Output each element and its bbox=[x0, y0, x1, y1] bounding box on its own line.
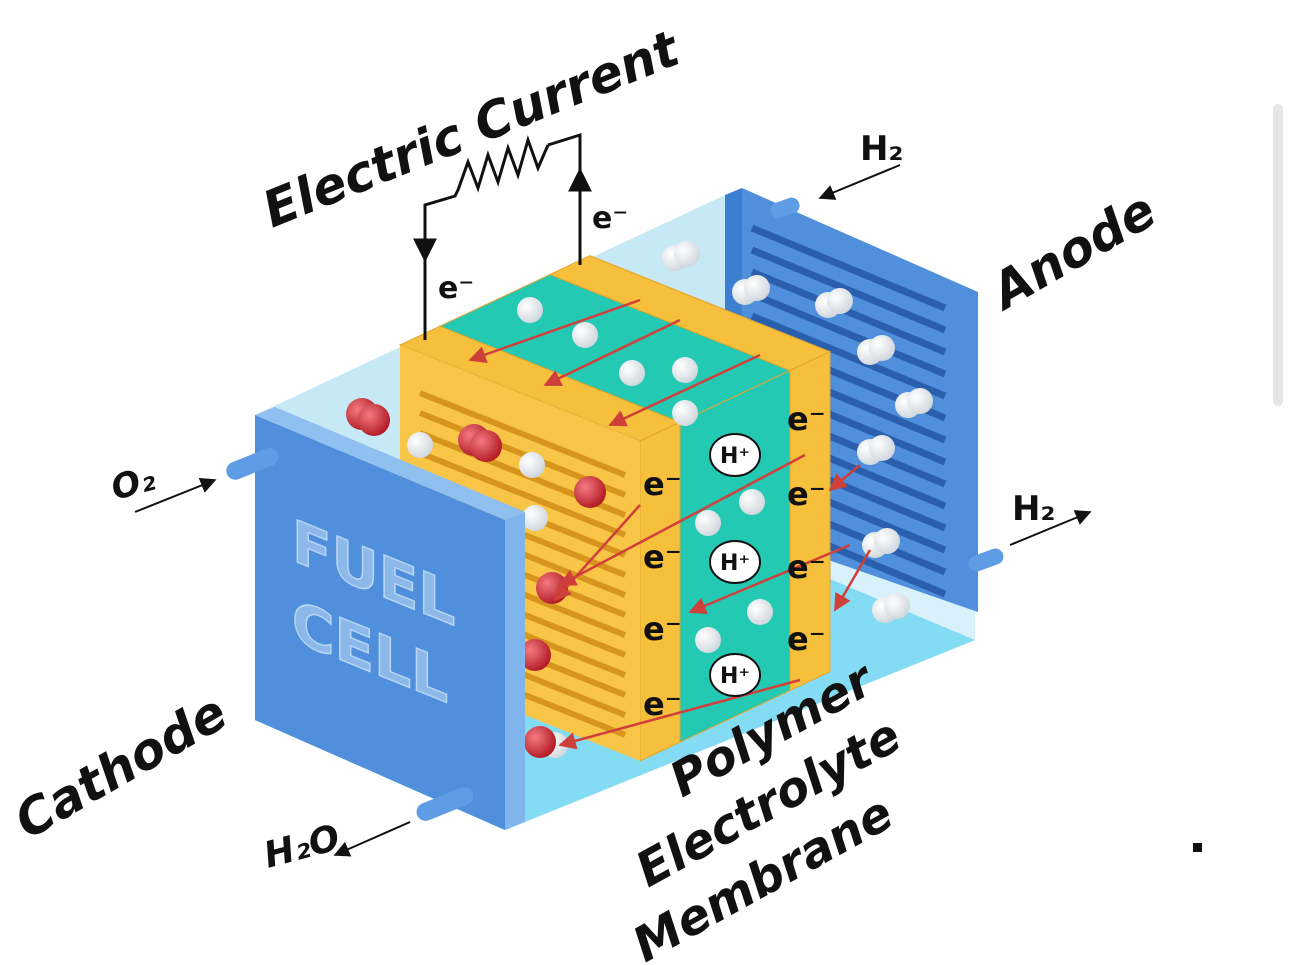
electron-label: e⁻ bbox=[643, 538, 682, 576]
hydrogen-atom bbox=[674, 241, 700, 267]
electron-label: e⁻ bbox=[787, 475, 826, 513]
oxygen-atom bbox=[519, 639, 551, 671]
proton-label: H⁺ bbox=[720, 444, 750, 469]
hydrogen-atom bbox=[827, 288, 853, 314]
hydrogen-atom bbox=[874, 528, 900, 554]
hydrogen-atom bbox=[884, 593, 910, 619]
electron-label: e⁻ bbox=[643, 610, 682, 648]
hydrogen-atom bbox=[869, 335, 895, 361]
cathode-plate: FUEL CELL bbox=[226, 407, 525, 830]
hydrogen-atom bbox=[869, 435, 895, 461]
reaction-arrow bbox=[468, 298, 641, 364]
h2o-out-label: H₂O bbox=[260, 817, 345, 876]
proton-label: H⁺ bbox=[720, 551, 750, 576]
h2-inlet-pipe bbox=[770, 197, 800, 219]
h2-in-label: H₂ bbox=[860, 129, 903, 169]
electron-label: e⁻ bbox=[787, 400, 826, 438]
h2-outlet-pipe bbox=[968, 548, 1004, 572]
external-circuit bbox=[413, 132, 592, 340]
oxygen-atom bbox=[574, 476, 606, 508]
electron-label-right: e⁻ bbox=[592, 201, 628, 236]
scrollbar[interactable] bbox=[1273, 104, 1283, 406]
anode-catalyst-side bbox=[789, 350, 831, 692]
proton-circle bbox=[709, 540, 761, 584]
reaction-arrow bbox=[688, 543, 851, 614]
reaction-arrow bbox=[558, 678, 801, 750]
electron-label: e⁻ bbox=[643, 465, 682, 503]
proton-circle bbox=[709, 653, 761, 697]
hydrogen-atom bbox=[907, 388, 933, 414]
hydrogen-atom bbox=[572, 322, 598, 348]
proton-label: H⁺ bbox=[720, 664, 750, 689]
hydrogen-atom bbox=[519, 452, 545, 478]
anode-label: Anode bbox=[979, 181, 1166, 322]
reaction-arrow bbox=[543, 318, 681, 387]
marker-dot bbox=[1193, 843, 1202, 852]
proton-circle bbox=[709, 433, 761, 477]
hydrogen-atom bbox=[695, 627, 721, 653]
hydrogen-atom bbox=[619, 360, 645, 386]
hydrogen-atom bbox=[407, 432, 433, 458]
hydrogen-atom bbox=[739, 489, 765, 515]
hydrogen-atom bbox=[744, 275, 770, 301]
oxygen-atom bbox=[470, 430, 502, 462]
hydrogen-atom bbox=[522, 505, 548, 531]
reaction-arrow bbox=[553, 504, 641, 602]
oxygen-atom bbox=[536, 572, 568, 604]
electron-label: e⁻ bbox=[787, 620, 826, 658]
flow-arrows bbox=[134, 164, 1092, 857]
reaction-arrow bbox=[833, 549, 872, 612]
h2-out-label: H₂ bbox=[1012, 489, 1055, 529]
oxygen-atom bbox=[358, 404, 390, 436]
o2-inlet-pipe bbox=[226, 447, 279, 480]
hydrogen-atom bbox=[695, 510, 721, 536]
oxygen-atom bbox=[524, 726, 556, 758]
reaction-arrow bbox=[828, 464, 861, 492]
hydrogen-atom bbox=[517, 297, 543, 323]
electron-label: e⁻ bbox=[643, 685, 682, 723]
o2-in-label: O₂ bbox=[107, 459, 160, 509]
molecules bbox=[346, 241, 933, 758]
electron-label-left: e⁻ bbox=[438, 271, 474, 306]
hydrogen-atom bbox=[672, 357, 698, 383]
reaction-arrows bbox=[468, 298, 872, 750]
hydrogen-atom bbox=[747, 599, 773, 625]
hydrogen-atom bbox=[672, 400, 698, 426]
electron-label: e⁻ bbox=[787, 548, 826, 586]
reaction-arrow bbox=[608, 353, 761, 427]
cathode-label: Cathode bbox=[5, 683, 237, 850]
reaction-arrow bbox=[558, 453, 806, 587]
h2o-outlet-pipe bbox=[416, 787, 474, 821]
